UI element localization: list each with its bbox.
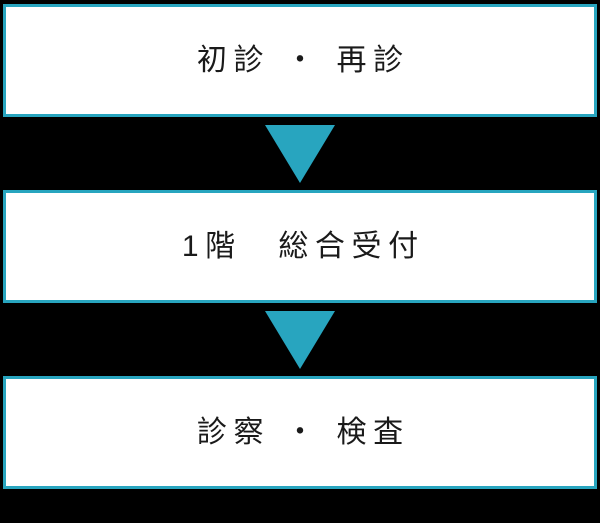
flow-step-2-label: 1階 総合受付 bbox=[181, 229, 425, 263]
arrow-down-icon bbox=[265, 310, 335, 369]
flow-connector-1 bbox=[2, 117, 598, 190]
flow-step-3-label: 診察 ・ 検査 bbox=[196, 415, 410, 449]
flow-step-1-label: 初診 ・ 再診 bbox=[196, 43, 410, 77]
arrow-down-icon bbox=[265, 124, 335, 183]
flow-connector-2 bbox=[2, 303, 598, 376]
flow-step-1: 初診 ・ 再診 bbox=[3, 4, 597, 117]
flow-step-2: 1階 総合受付 bbox=[3, 190, 597, 303]
flow-step-3: 診察 ・ 検査 bbox=[3, 376, 597, 489]
